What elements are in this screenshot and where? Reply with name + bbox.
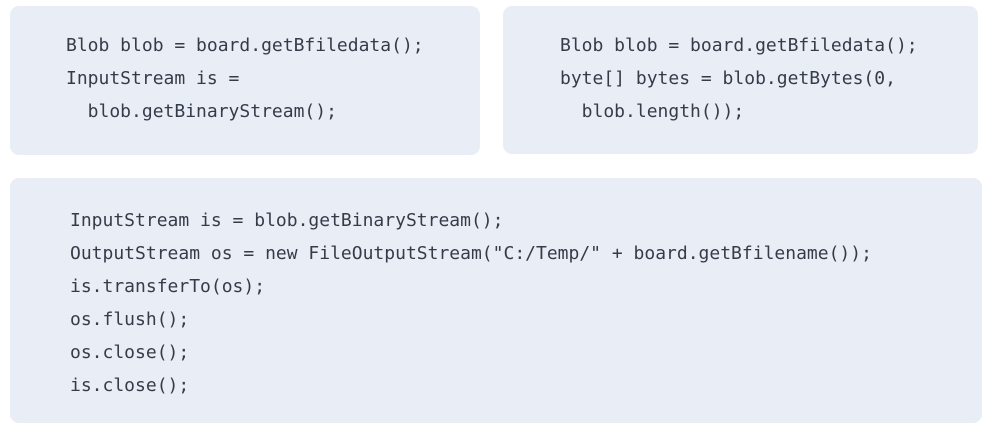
code-block-blob-binary-stream: Blob blob = board.getBfiledata(); InputS…	[10, 6, 480, 155]
code-block-blob-to-file-output: InputStream is = blob.getBinaryStream();…	[10, 178, 982, 423]
code-block-blob-get-bytes: Blob blob = board.getBfiledata(); byte[]…	[503, 6, 978, 154]
